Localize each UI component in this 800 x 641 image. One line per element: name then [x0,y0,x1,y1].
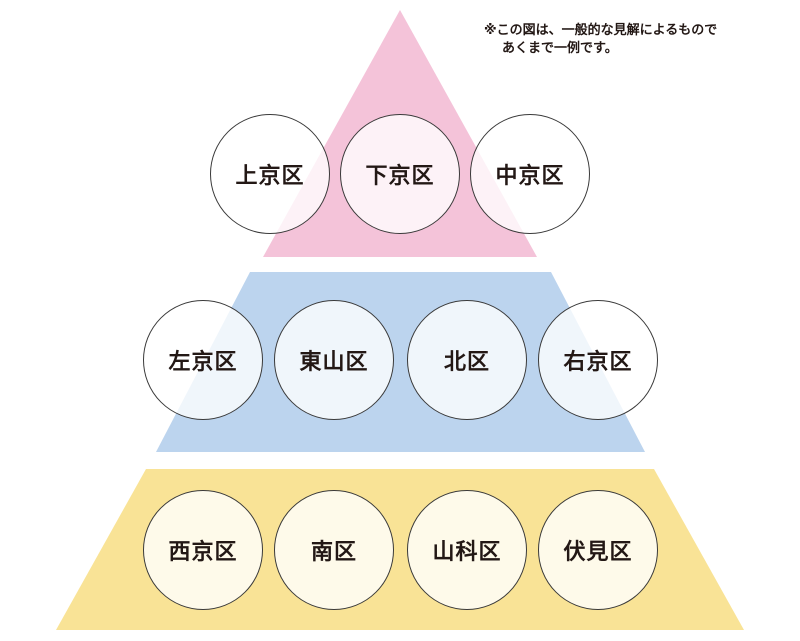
ward-circle-shimogyo: 下京区 [340,114,460,234]
disclaimer-line-1: ※この図は、一般的な見解によるもので [484,23,718,38]
tier-middle-band [156,272,645,452]
ward-circle-nakagyo: 中京区 [470,114,590,234]
ward-circle-yamashina: 山科区 [407,490,527,610]
disclaimer-note: ※この図は、一般的な見解によるもので あくまで一例です。 [484,22,794,58]
ward-circle-sakyo: 左京区 [143,300,263,420]
ward-circle-minami: 南区 [274,490,394,610]
ward-circle-ukyo: 右京区 [538,300,658,420]
ward-circle-higashiyama: 東山区 [274,300,394,420]
ward-circle-nishikyo: 西京区 [143,490,263,610]
disclaimer-line-2: あくまで一例です。 [502,41,618,56]
ward-circle-fushimi: 伏見区 [538,490,658,610]
ward-circle-kamigyo: 上京区 [210,114,330,234]
ward-circle-kita: 北区 [407,300,527,420]
